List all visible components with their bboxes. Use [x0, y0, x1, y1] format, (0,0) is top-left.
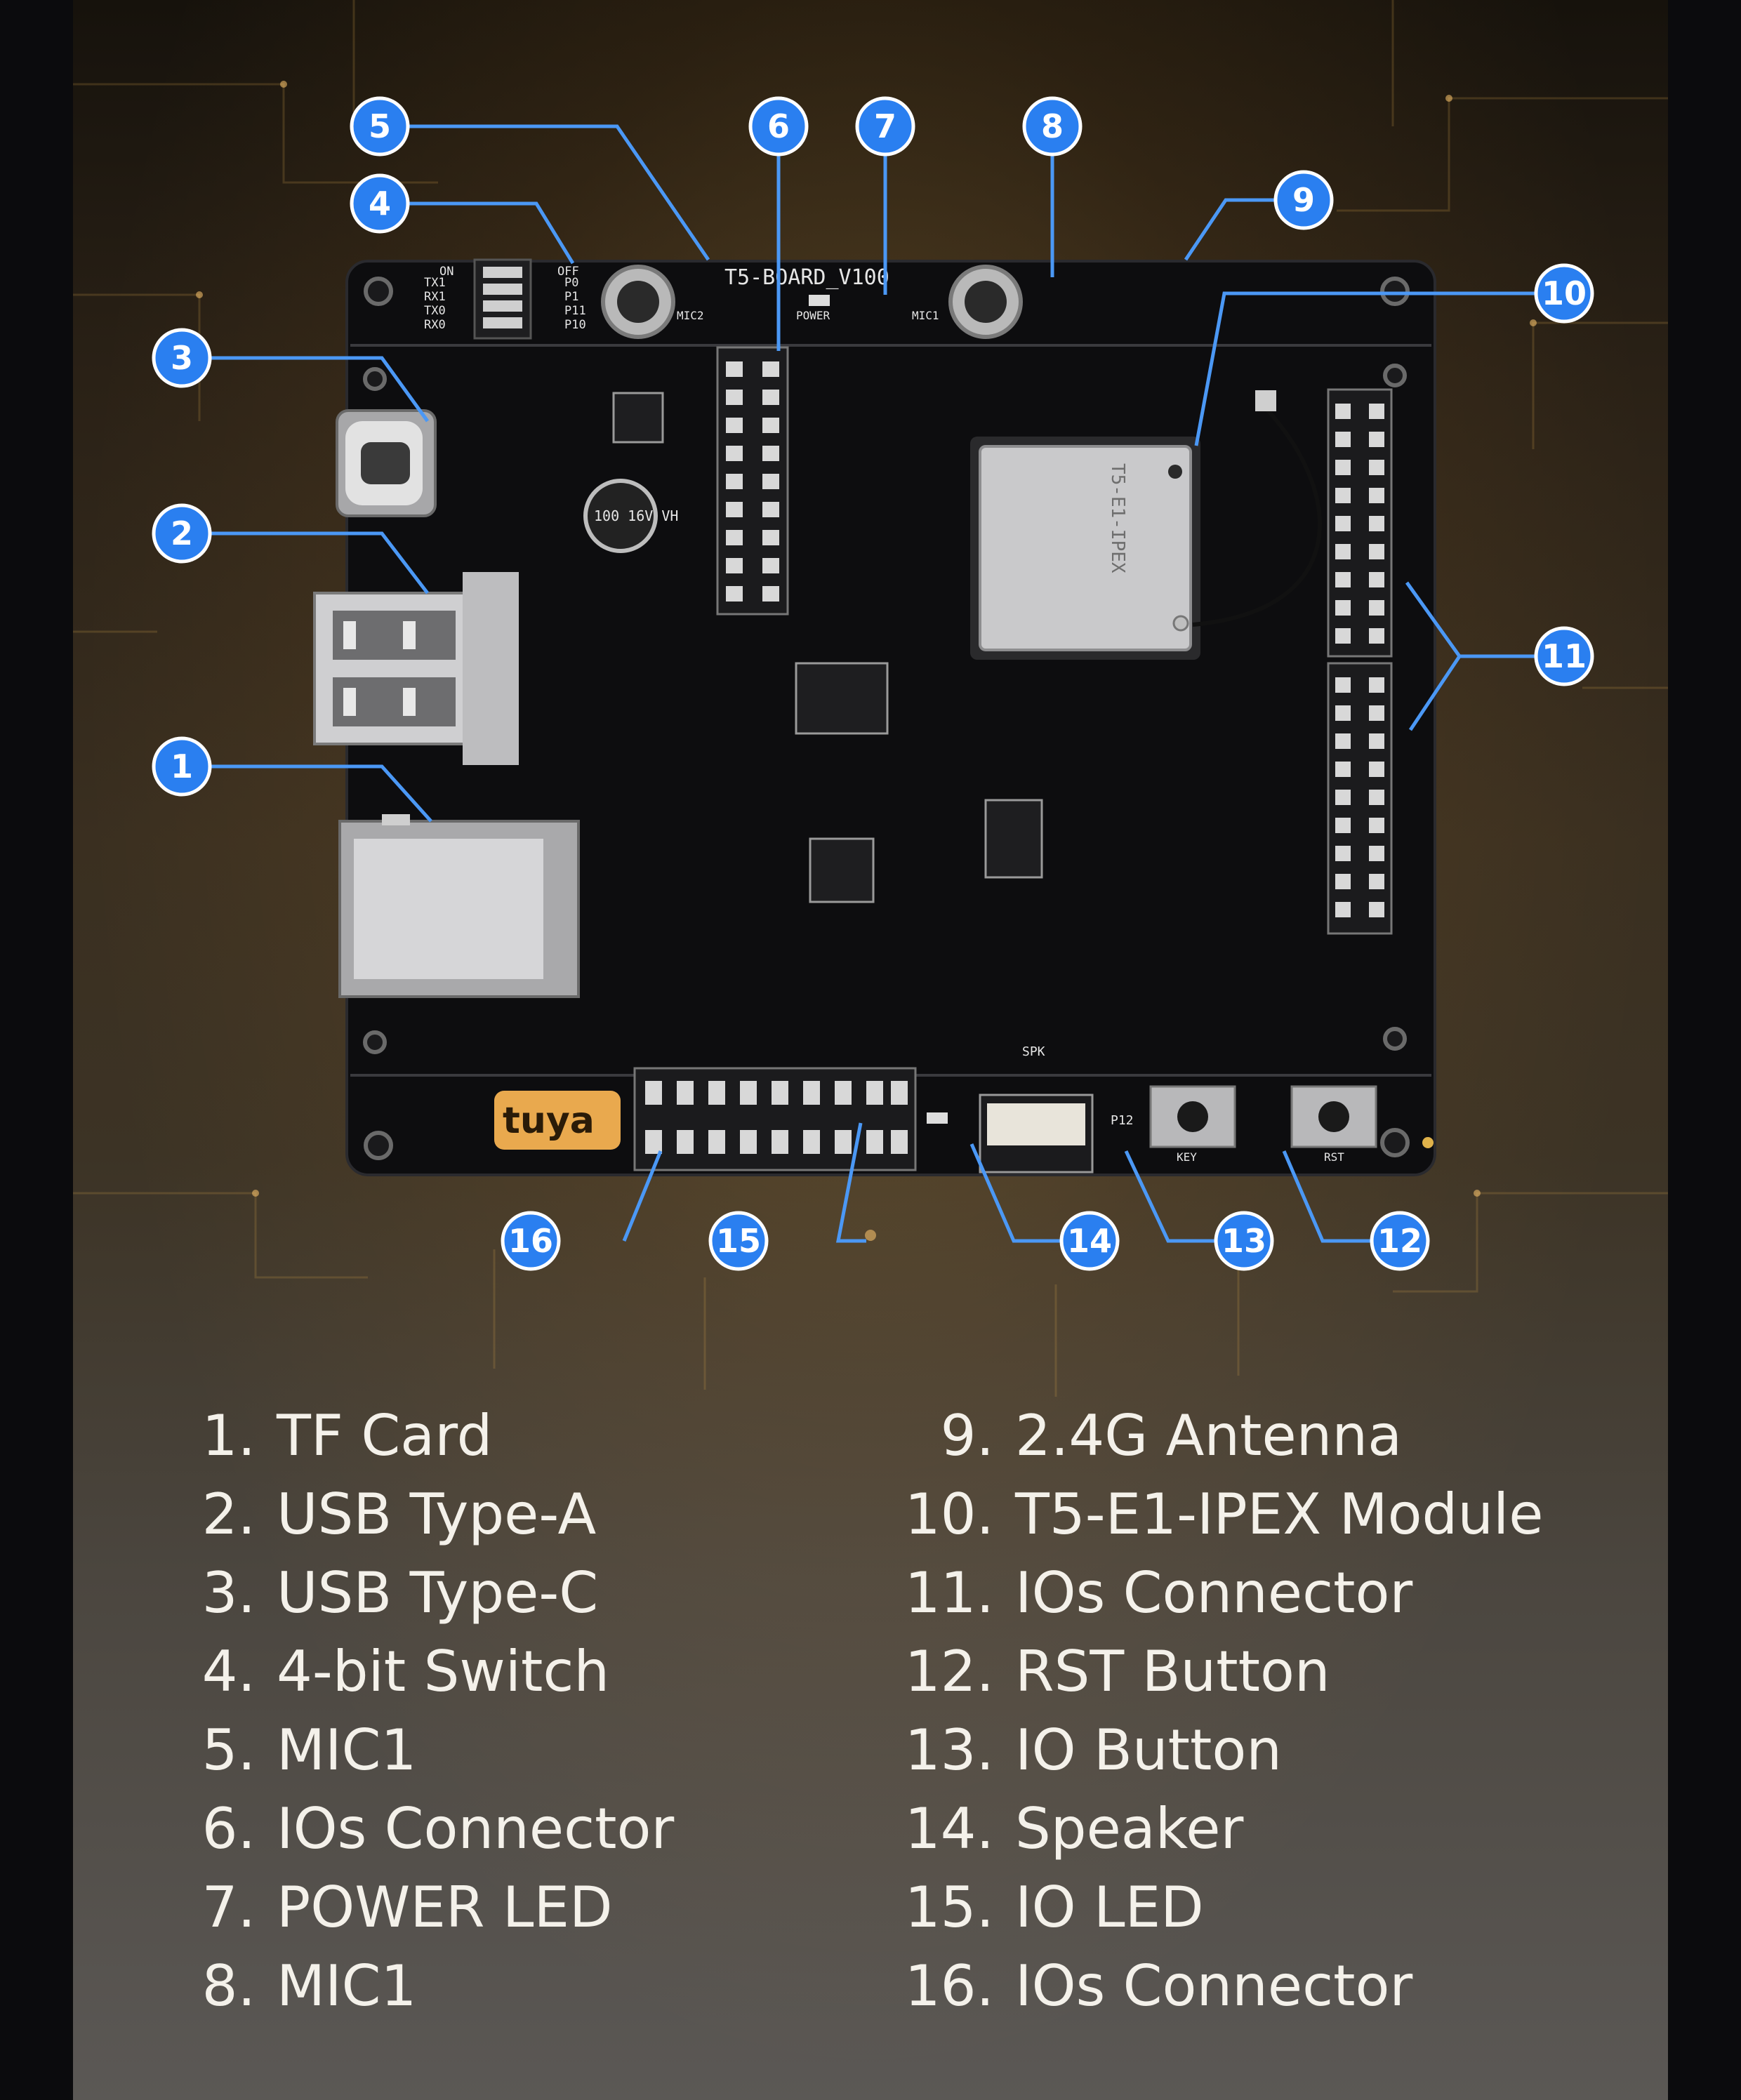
silk-capacitor: 100 16V VH [594, 507, 678, 524]
legend-item-6: 6.IOs Connector [201, 1796, 675, 1861]
svg-text:4: 4 [369, 185, 391, 222]
legend-item-3: 3.USB Type-C [201, 1560, 599, 1626]
callout-badge-14: 14 [1059, 1211, 1120, 1271]
callout-badge-7: 7 [855, 96, 915, 157]
io-button-icon [1149, 1085, 1236, 1148]
legend-item-15: 15.IO LED [904, 1875, 1204, 1940]
svg-text:6: 6 [767, 107, 790, 145]
silk-switch-left-2: RX1 [424, 290, 446, 304]
callout-badge-4: 4 [350, 173, 410, 234]
ic-chips [612, 392, 1043, 903]
legend-item-4: 4.4-bit Switch [201, 1639, 610, 1704]
svg-text:15: 15 [716, 1222, 761, 1260]
usb-type-c-icon [336, 409, 437, 517]
usb-type-a-icon [313, 572, 519, 765]
silk-switch-right-0: OFF [557, 265, 579, 279]
mic2-icon [601, 265, 675, 339]
capacitor-icon [583, 479, 658, 553]
legend-item-12: 12.RST Button [904, 1639, 1330, 1704]
poster: ON TX1 RX1 TX0 RX0 OFF P0 P1 P11 P10 MIC… [73, 0, 1668, 2100]
legend-item-2: 2.USB Type-A [201, 1482, 597, 1547]
board-diagram: ON TX1 RX1 TX0 RX0 OFF P0 P1 P11 P10 MIC… [152, 96, 1594, 1271]
callout-badge-6: 6 [748, 96, 809, 157]
silk-power: POWER [796, 309, 830, 322]
legend: 1.TF Card 2.USB Type-A 3.USB Type-C 4.4-… [73, 1397, 1668, 2071]
callout-badge-9: 9 [1273, 170, 1334, 230]
silk-switch-left-4: RX0 [424, 318, 446, 332]
callout-badge-5: 5 [350, 96, 410, 157]
silk-switch-right-3: P11 [564, 304, 586, 318]
mic1-icon [948, 265, 1023, 339]
svg-text:7: 7 [874, 107, 896, 145]
legend-item-7: 7.POWER LED [201, 1875, 613, 1940]
silk-switch-right-2: P1 [564, 290, 578, 304]
silk-switch-right-1: P0 [564, 276, 578, 290]
callout-badge-12: 12 [1370, 1211, 1430, 1271]
silk-board-title: T5-BOARD_V100 [724, 265, 889, 290]
antenna-cable [1192, 399, 1322, 627]
tf-card-slot-icon [338, 814, 580, 998]
svg-text:14: 14 [1067, 1222, 1112, 1260]
silk-switch-left-0: ON [439, 265, 454, 279]
legend-item-9: 9.2.4G Antenna [940, 1403, 1403, 1468]
silk-spk: SPK [1022, 1044, 1045, 1059]
ios-connector-center-icon [716, 346, 789, 616]
svg-text:8: 8 [1041, 107, 1064, 145]
speaker-connector-icon [979, 1094, 1094, 1174]
silk-module-model: T5-E1-IPEX [1107, 463, 1128, 573]
legend-item-5: 5.MIC1 [201, 1717, 417, 1783]
legend-item-10: 10.T5-E1-IPEX Module [904, 1482, 1544, 1547]
legend-item-1: 1.TF Card [201, 1403, 493, 1468]
callout-badge-8: 8 [1022, 96, 1083, 157]
silk-switch-left-3: TX0 [424, 304, 446, 318]
callout-badge-1: 1 [152, 736, 212, 797]
callout-badge-10: 10 [1534, 263, 1594, 324]
callout-badge-11: 11 [1534, 626, 1594, 686]
callout-badge-2: 2 [152, 503, 212, 564]
svg-text:12: 12 [1377, 1222, 1422, 1260]
legend-item-11: 11.IOs Connector [904, 1560, 1413, 1626]
ipex-connector-icon [1255, 390, 1276, 411]
legend-item-14: 14.Speaker [904, 1796, 1244, 1861]
callout-badge-13: 13 [1214, 1211, 1274, 1271]
svg-text:13: 13 [1222, 1222, 1266, 1260]
background-circuit-lines [73, 0, 1668, 1397]
rst-button-icon [1290, 1085, 1377, 1148]
ios-connector-right-icon [1327, 388, 1393, 935]
svg-text:3: 3 [171, 339, 193, 377]
svg-text:2: 2 [171, 514, 193, 552]
silk-switch-left-1: TX1 [424, 276, 446, 290]
io-led-icon [927, 1112, 948, 1124]
dip-switch-icon [473, 258, 532, 340]
svg-text:10: 10 [1542, 274, 1587, 312]
callout-badge-15: 15 [708, 1211, 769, 1271]
legend-item-8: 8.MIC1 [201, 1953, 417, 2019]
svg-text:11: 11 [1542, 637, 1587, 675]
silk-mic1: MIC1 [912, 309, 939, 322]
tuya-logo-text: tuya [503, 1100, 595, 1142]
ios-connector-bottom-icon [633, 1067, 917, 1171]
svg-text:9: 9 [1292, 181, 1315, 219]
power-led-icon [809, 295, 830, 306]
silk-key: KEY [1177, 1150, 1197, 1164]
silk-switch-right-4: P10 [564, 318, 586, 332]
t5-e1-ipex-module-icon [970, 437, 1200, 660]
legend-item-16: 16.IOs Connector [904, 1953, 1413, 2019]
tuya-logo: tuya [494, 1091, 621, 1150]
legend-item-13: 13.IO Button [904, 1717, 1282, 1783]
svg-text:1: 1 [171, 747, 193, 785]
silk-p12: P12 [1111, 1113, 1134, 1128]
silk-rst: RST [1324, 1150, 1344, 1164]
silk-mic2: MIC2 [677, 309, 704, 322]
svg-text:16: 16 [508, 1222, 553, 1260]
callout-badge-16: 16 [501, 1211, 561, 1271]
callout-badge-3: 3 [152, 328, 212, 388]
svg-text:5: 5 [369, 107, 391, 145]
